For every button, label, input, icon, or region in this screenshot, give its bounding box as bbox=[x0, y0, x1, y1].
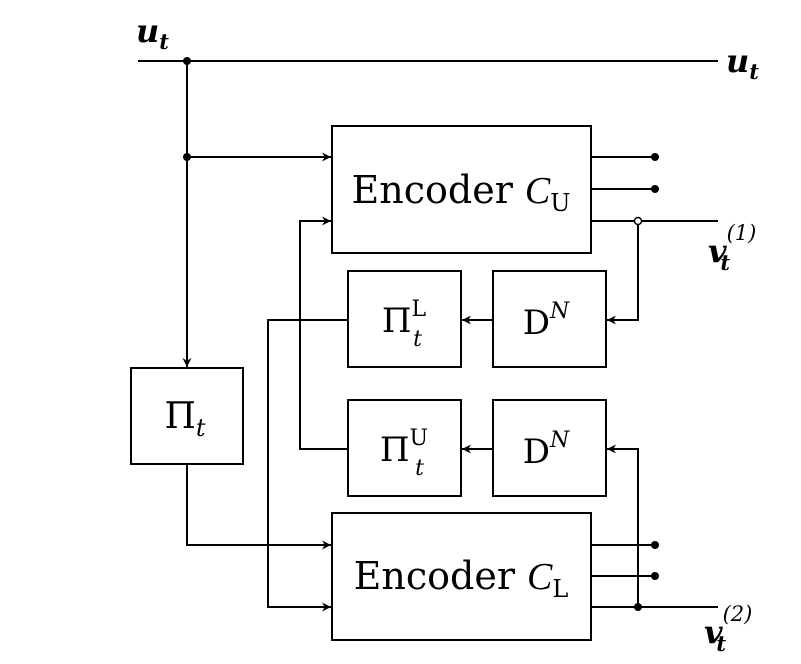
terminal-dot bbox=[651, 153, 659, 161]
interleaver-main-block: Πt bbox=[130, 367, 244, 465]
terminal-dot bbox=[651, 572, 659, 580]
wire-v1-to-delay-top bbox=[607, 221, 639, 325]
delay-bottom-label: DN bbox=[523, 428, 570, 472]
input-signal-label: ut bbox=[136, 12, 169, 54]
output-v1-label: v(1)t bbox=[708, 221, 756, 275]
junction-node-open bbox=[633, 216, 643, 226]
delay-top-block: DN bbox=[492, 270, 607, 368]
junction-dot bbox=[183, 153, 191, 161]
interleaver-main-label: Πt bbox=[164, 396, 205, 442]
junction-dot bbox=[183, 57, 191, 65]
delay-bottom-block: DN bbox=[492, 399, 607, 497]
output-signal-label: ut bbox=[726, 42, 759, 84]
wire-interleaver-lower-to-encoder-lower bbox=[267, 319, 348, 612]
wire-interleaver-main-to-encoder-lower bbox=[186, 464, 331, 550]
junction-dot bbox=[634, 603, 642, 611]
wire-v2-to-delay-bottom bbox=[607, 444, 639, 607]
terminal-dot bbox=[651, 185, 659, 193]
wire-interleaver-upper-to-encoder-upper bbox=[299, 216, 348, 450]
terminal-dot bbox=[651, 541, 659, 549]
output-v2-label: v(2)t bbox=[704, 602, 752, 656]
delay-top-label: DN bbox=[523, 299, 570, 343]
